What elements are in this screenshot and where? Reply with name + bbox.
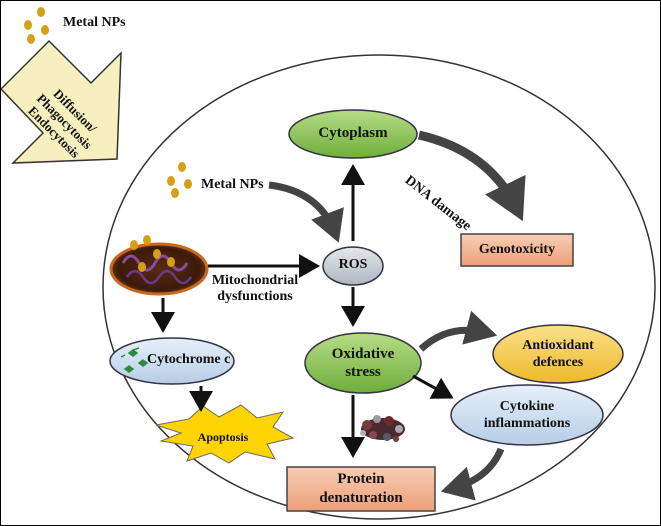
metal-nps-label-top: Metal NPs [63,15,126,30]
antioxidant-defences-node [492,324,624,384]
cytokine-inflammations-label: Cytokine inflammations [483,399,571,431]
protein-denaturation-box [286,466,436,512]
mitochondrial-dysfunctions-label: Mitochondrial dysfunctions [211,273,299,304]
protein-denaturation-label: Protein denaturation [319,471,403,506]
cytoplasm-label: Cytoplasm [318,125,388,141]
metal-nps-cluster-top [24,7,49,44]
denatured-protein-icon [360,415,405,442]
antioxidant-defences-label: Antioxidant defences [522,338,594,370]
oxidative-stress-label: Oxidative stress [331,346,395,380]
ros-node [322,246,384,286]
ros-label: ROS [338,257,368,272]
apoptosis-burst [155,404,295,464]
metal-nps-cluster-inner [167,162,192,198]
apoptosis-label: Apoptosis [197,430,249,444]
flow-arrows [151,164,454,458]
mitochondrion-icon [109,235,209,296]
metal-nps-label-inner: Metal NPs [201,177,264,192]
cytochrome-c-label: Cytochrome c [147,352,231,367]
cytochrome-molecules-icon [120,347,149,373]
genotoxicity-box [460,233,574,267]
cytoplasm-node [288,109,418,159]
curved-arrows [268,130,526,501]
cytochrome-c-node [109,337,235,385]
genotoxicity-label: Genotoxicity [478,242,556,257]
cytokine-inflammations-node [450,384,604,446]
uptake-arrow [1,39,122,164]
oxidative-stress-node [304,332,422,394]
